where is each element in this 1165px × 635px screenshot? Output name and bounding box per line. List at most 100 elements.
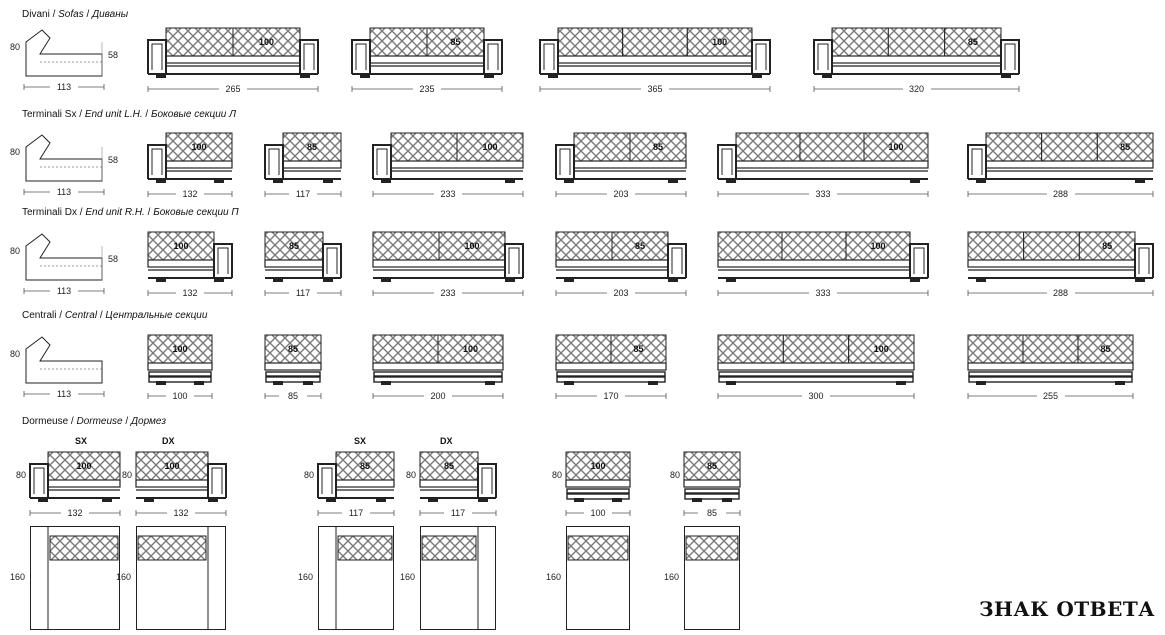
- cushion-size-label: 85: [967, 37, 978, 47]
- cushion-size-label: 100: [590, 461, 606, 471]
- cushion: [372, 231, 440, 261]
- cushion: [438, 231, 506, 261]
- cushion: [1022, 334, 1079, 364]
- cushion: [557, 27, 624, 57]
- width-dimension-label: 170: [597, 391, 625, 401]
- width-dimension-label: 117: [342, 508, 370, 518]
- width-dimension-label: 333: [809, 288, 837, 298]
- sofa-front-view: [717, 131, 929, 187]
- sofa-front-view: [147, 26, 319, 82]
- cushion-size-label: 100: [712, 37, 728, 47]
- sofa-front-view: [372, 230, 524, 286]
- cushion: [1041, 132, 1098, 162]
- cushion-size-label: 100: [172, 344, 188, 354]
- seat-height-label: 58: [107, 254, 118, 264]
- height-dimension-label: 80: [15, 470, 26, 480]
- cushion: [622, 27, 688, 57]
- sofa-front-view: [717, 333, 915, 389]
- height-dimension-label: 80: [9, 246, 20, 256]
- cushion: [369, 27, 428, 57]
- section-title-central: Centrali / Central / Центральные секции: [22, 310, 208, 321]
- cushion-size-label: 85: [1120, 142, 1131, 152]
- cushion: [985, 132, 1043, 162]
- depth-dimension-label: 160: [10, 572, 26, 582]
- width-dimension-label: 300: [802, 391, 830, 401]
- cushion: [845, 231, 911, 261]
- sofa-front-view: [264, 230, 342, 286]
- sofa-front-view: [717, 230, 929, 286]
- cushion: [848, 334, 915, 364]
- cushion: [799, 132, 865, 162]
- cushion: [555, 231, 613, 261]
- section-title-end-right: Terminali Dx / End unit R.H. / Боковые с…: [22, 207, 239, 218]
- width-dimension-label: 235: [413, 84, 441, 94]
- width-dimension-label: 113: [50, 286, 78, 296]
- cushion-size-label: 85: [1100, 344, 1111, 354]
- width-dimension-label: 288: [1046, 288, 1075, 298]
- width-dimension-label: 200: [424, 391, 452, 401]
- width-dimension-label: 132: [176, 288, 204, 298]
- width-dimension-label: 233: [434, 288, 462, 298]
- width-dimension-label: 132: [61, 508, 89, 518]
- width-dimension-label: 132: [176, 189, 204, 199]
- cushion: [335, 451, 395, 481]
- brand-logo: ЗНАК ОТВЕТА: [979, 597, 1155, 621]
- width-dimension-label: 320: [902, 84, 931, 94]
- cushion: [967, 231, 1025, 261]
- cushion: [390, 132, 458, 162]
- sofa-front-view: [967, 131, 1154, 187]
- width-dimension-label: 113: [50, 389, 78, 399]
- sofa-front-view: [372, 333, 504, 389]
- sofa-front-view: [565, 450, 631, 506]
- sofa-front-view: [683, 450, 741, 506]
- width-dimension-label: 333: [809, 189, 837, 199]
- cushion: [147, 334, 213, 364]
- cushion: [629, 132, 687, 162]
- cushion: [372, 334, 439, 364]
- cushion-size-label: 85: [634, 241, 645, 251]
- cushion: [573, 132, 631, 162]
- cushion-size-label: 85: [706, 461, 717, 471]
- seat-height-label: 58: [107, 155, 118, 165]
- cushion-size-label: 85: [633, 344, 644, 354]
- cushion: [967, 334, 1024, 364]
- cushion: [437, 334, 504, 364]
- cushion: [135, 451, 209, 481]
- width-dimension-label: 100: [584, 508, 612, 518]
- cushion: [565, 451, 631, 481]
- sofa-front-view: [264, 333, 322, 389]
- width-dimension-label: 117: [289, 288, 317, 298]
- width-dimension-label: 113: [50, 187, 78, 197]
- cushion: [717, 334, 784, 364]
- cushion-size-label: 100: [164, 461, 180, 471]
- height-dimension-label: 80: [405, 470, 416, 480]
- sofa-front-view: [351, 26, 503, 82]
- cushion: [610, 334, 667, 364]
- cushion: [1077, 334, 1134, 364]
- height-dimension-label: 80: [121, 470, 132, 480]
- sofa-front-view: [372, 131, 524, 187]
- height-dimension-label: 80: [669, 470, 680, 480]
- width-dimension-label: 288: [1046, 189, 1075, 199]
- cushion-size-label: 100: [462, 344, 479, 354]
- cushion: [782, 334, 850, 364]
- cushion: [264, 231, 324, 261]
- width-dimension-label: 100: [166, 391, 194, 401]
- cushion: [282, 132, 342, 162]
- sofa-front-view: [967, 333, 1134, 389]
- cushion: [1023, 231, 1080, 261]
- depth-dimension-label: 160: [298, 572, 314, 582]
- dormeuse-sublabel: SX: [354, 436, 367, 446]
- cushion: [555, 334, 612, 364]
- cushion-size-label: 85: [306, 142, 317, 152]
- width-dimension-label: 117: [444, 508, 472, 518]
- width-dimension-label: 203: [607, 189, 635, 199]
- cushion-size-label: 100: [464, 241, 480, 251]
- cushion-size-label: 100: [873, 344, 889, 354]
- sofa-front-view: [555, 230, 687, 286]
- width-dimension-label: 85: [279, 391, 307, 401]
- cushion-size-label: 85: [443, 461, 454, 471]
- cushion: [683, 451, 741, 481]
- cushion-size-label: 85: [652, 142, 663, 152]
